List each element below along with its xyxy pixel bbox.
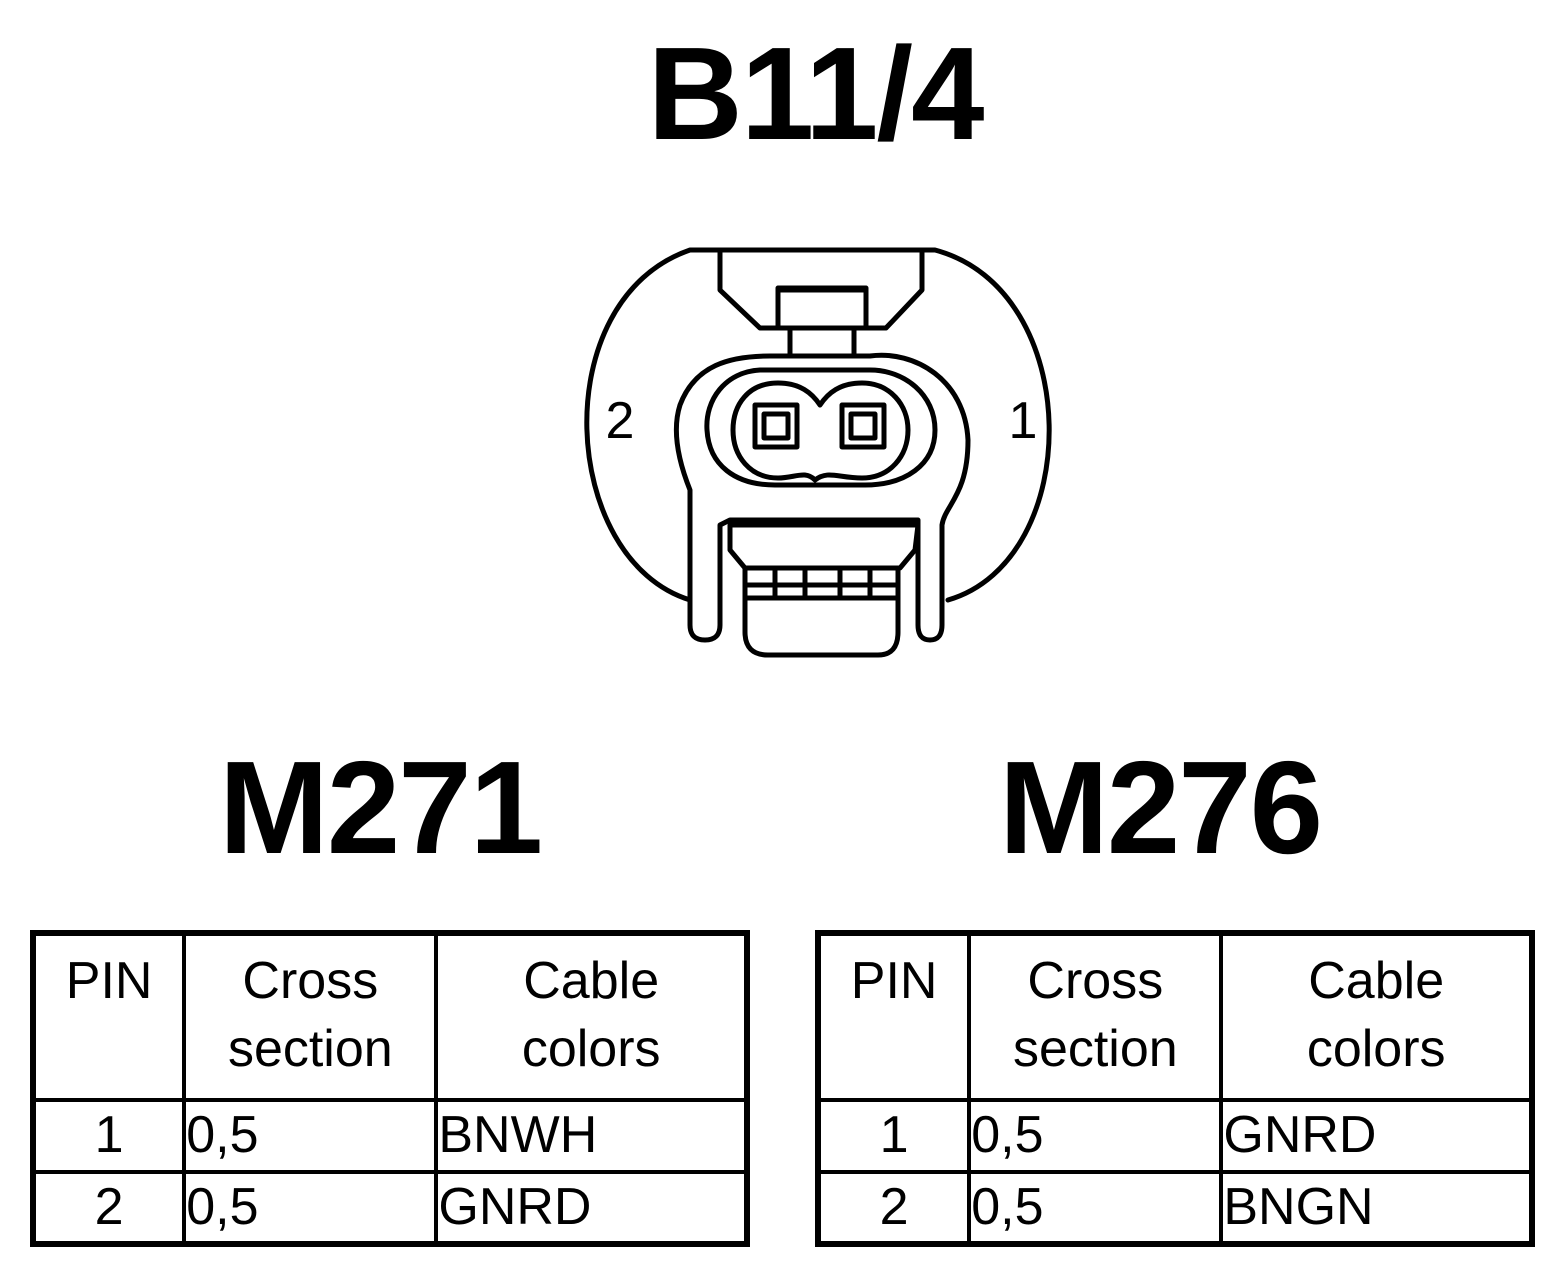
connector-title: B11/4 bbox=[647, 20, 985, 167]
table-row: 2 0,5 BNGN bbox=[815, 1169, 1534, 1247]
header-cross-section: Cross section bbox=[182, 931, 439, 1102]
pin-number: 1 bbox=[815, 1098, 972, 1174]
pin-table-m271: PIN Cross section Cable colors 1 0,5 BNW… bbox=[30, 930, 750, 1248]
inner-body bbox=[673, 352, 971, 643]
header-cross-section: Cross section bbox=[967, 931, 1224, 1102]
table-header-row: PIN Cross section Cable colors bbox=[30, 931, 749, 1102]
cable-color-value: BNGN bbox=[1219, 1169, 1534, 1247]
table-row: 1 0,5 BNWH bbox=[30, 1098, 749, 1174]
cross-section-value: 0,5 bbox=[967, 1098, 1224, 1174]
pin-1-label: 1 bbox=[1009, 392, 1038, 450]
table-row: 1 0,5 GNRD bbox=[815, 1098, 1534, 1174]
pin-number: 1 bbox=[30, 1098, 187, 1174]
terminal-1 bbox=[839, 402, 887, 450]
cable-color-value: GNRD bbox=[434, 1169, 749, 1247]
terminal-2 bbox=[752, 402, 800, 450]
table-header-row: PIN Cross section Cable colors bbox=[815, 931, 1534, 1102]
header-pin: PIN bbox=[30, 931, 187, 1102]
pin-number: 2 bbox=[30, 1169, 187, 1247]
header-cable-colors: Cable colors bbox=[434, 931, 749, 1102]
engine-m276-title: M276 bbox=[998, 734, 1323, 881]
pin-2-label: 2 bbox=[606, 392, 635, 450]
pin-cavity-outer bbox=[704, 367, 938, 488]
header-pin: PIN bbox=[815, 931, 972, 1102]
cross-section-value: 0,5 bbox=[182, 1098, 439, 1174]
housing-outline bbox=[584, 247, 1052, 603]
cable-color-value: GNRD bbox=[1219, 1098, 1534, 1174]
pin-number: 2 bbox=[815, 1169, 972, 1247]
bottom-lock bbox=[727, 522, 921, 571]
connector-face-diagram: 2 1 bbox=[584, 247, 1052, 658]
pin-table-m276: PIN Cross section Cable colors 1 0,5 GNR… bbox=[815, 930, 1535, 1248]
cross-section-value: 0,5 bbox=[967, 1169, 1224, 1247]
table-row: 2 0,5 GNRD bbox=[30, 1169, 749, 1247]
engine-m271-title: M271 bbox=[218, 734, 543, 881]
pin-cavity-inner bbox=[730, 380, 911, 483]
cross-section-value: 0,5 bbox=[182, 1169, 439, 1247]
bottom-skirt bbox=[742, 565, 901, 658]
cable-color-value: BNWH bbox=[434, 1098, 749, 1174]
latch-window bbox=[775, 285, 869, 331]
header-cable-colors: Cable colors bbox=[1219, 931, 1534, 1102]
